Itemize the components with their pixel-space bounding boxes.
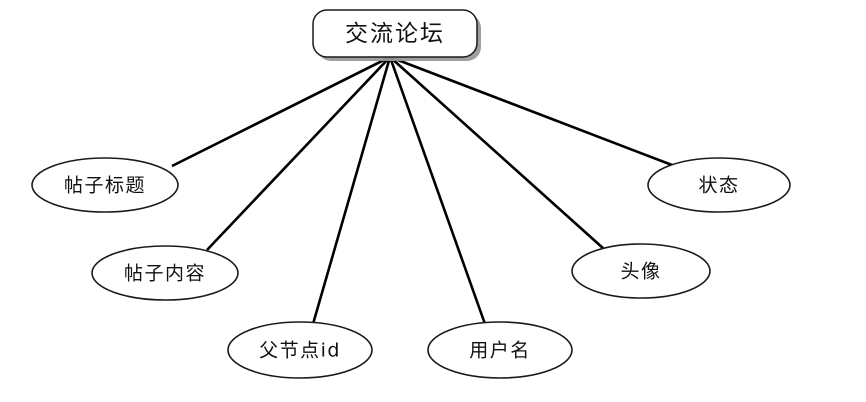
edge-to-status	[389, 55, 673, 167]
edge-group	[171, 55, 673, 325]
attribute-node-parent-node-id[interactable]: 父节点id	[227, 321, 373, 379]
attribute-node-post-content[interactable]: 帖子内容	[91, 245, 239, 301]
attribute-node-username[interactable]: 用户名	[427, 321, 573, 379]
attribute-ellipse-shape	[227, 321, 373, 379]
attribute-label: 父节点id	[259, 340, 341, 362]
attribute-ellipse-shape	[31, 157, 179, 213]
entity-node-forum[interactable]: 交流论坛	[312, 9, 481, 61]
attribute-ellipse-shape	[647, 157, 791, 213]
edge-to-avatar	[389, 56, 605, 250]
attribute-ellipse-shape	[427, 321, 573, 379]
edge-to-post-title	[171, 55, 391, 168]
attribute-label: 帖子标题	[64, 175, 146, 197]
attribute-node-avatar[interactable]: 头像	[571, 243, 711, 299]
attribute-node-post-title[interactable]: 帖子标题	[31, 157, 179, 213]
edge-to-username	[388, 56, 487, 325]
attribute-ellipse-shape	[91, 245, 239, 301]
attribute-label: 用户名	[469, 340, 531, 362]
edge-to-post-content	[206, 56, 391, 251]
attribute-label: 头像	[620, 261, 661, 283]
entity-box-shape	[312, 9, 478, 58]
attribute-label: 状态	[698, 175, 739, 197]
attribute-label: 帖子内容	[124, 263, 206, 285]
attribute-ellipse-shape	[571, 243, 711, 299]
edge-to-parent-node-id	[311, 56, 392, 325]
attribute-node-status[interactable]: 状态	[647, 157, 791, 213]
entity-label: 交流论坛	[345, 21, 445, 47]
